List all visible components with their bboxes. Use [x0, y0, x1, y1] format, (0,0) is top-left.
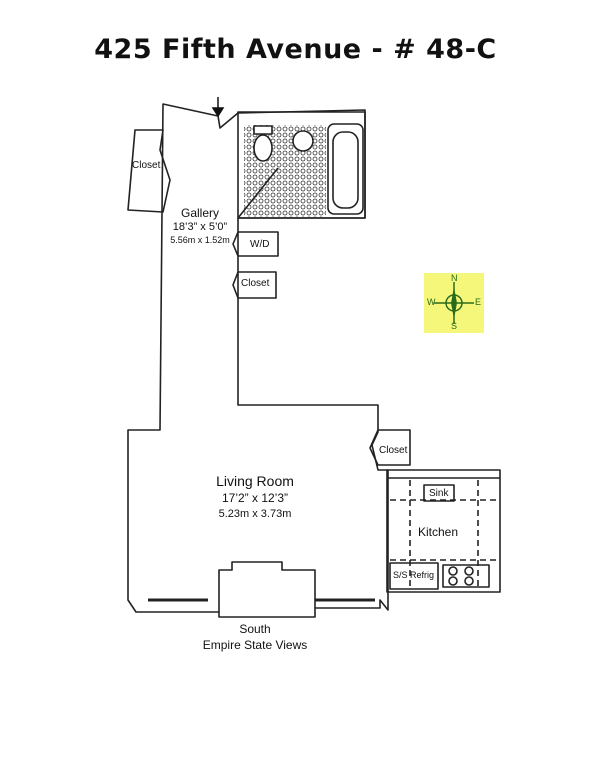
exposure-label: South: [239, 622, 271, 636]
plan-title: 425 Fifth Avenue - # 48-C: [94, 34, 497, 65]
bathtub: [327, 123, 364, 215]
bathroom-outline: [237, 111, 366, 219]
window-bay: [218, 561, 316, 612]
compass-icon: N S E W: [424, 273, 484, 333]
kitchen-outline: [386, 469, 501, 593]
living-room-name: Living Room: [216, 473, 294, 489]
compass-s: S: [451, 321, 458, 331]
living-room-dim-m: 5.23m x 3.73m: [218, 508, 292, 520]
washer-dryer-label: W/D: [250, 239, 270, 250]
closet-hall: [232, 271, 277, 299]
refrigerator-label: S/S Refrig: [393, 570, 435, 580]
gallery-dim-ft: 18’3” x 5’0”: [172, 221, 228, 233]
views-label: Empire State Views: [202, 638, 308, 652]
closet-living-label: Closet: [379, 445, 408, 456]
refrigerator-outline: [389, 562, 439, 590]
closet-left-label: Closet: [132, 160, 161, 171]
gallery-name: Gallery: [180, 206, 219, 220]
sink-label: Sink: [429, 488, 449, 499]
sink-outline: [423, 484, 455, 502]
compass-n: N: [451, 273, 458, 283]
bathroom-sink: [292, 130, 314, 152]
living-room-dim-ft: 17’2” x 12’3”: [221, 491, 289, 505]
gallery-dim-m: 5.56m x 1.52m: [170, 235, 230, 245]
closet-hall-label: Closet: [241, 278, 270, 289]
toilet: [253, 134, 273, 162]
entry-arrow-icon: [211, 97, 225, 118]
stove-outline: [442, 564, 490, 588]
compass-e: E: [475, 297, 482, 307]
washer-dryer-closet: [232, 231, 279, 257]
closet-left: [127, 129, 171, 213]
closet-living: [369, 429, 411, 466]
kitchen-name: Kitchen: [418, 525, 459, 539]
compass-w: W: [427, 297, 436, 307]
